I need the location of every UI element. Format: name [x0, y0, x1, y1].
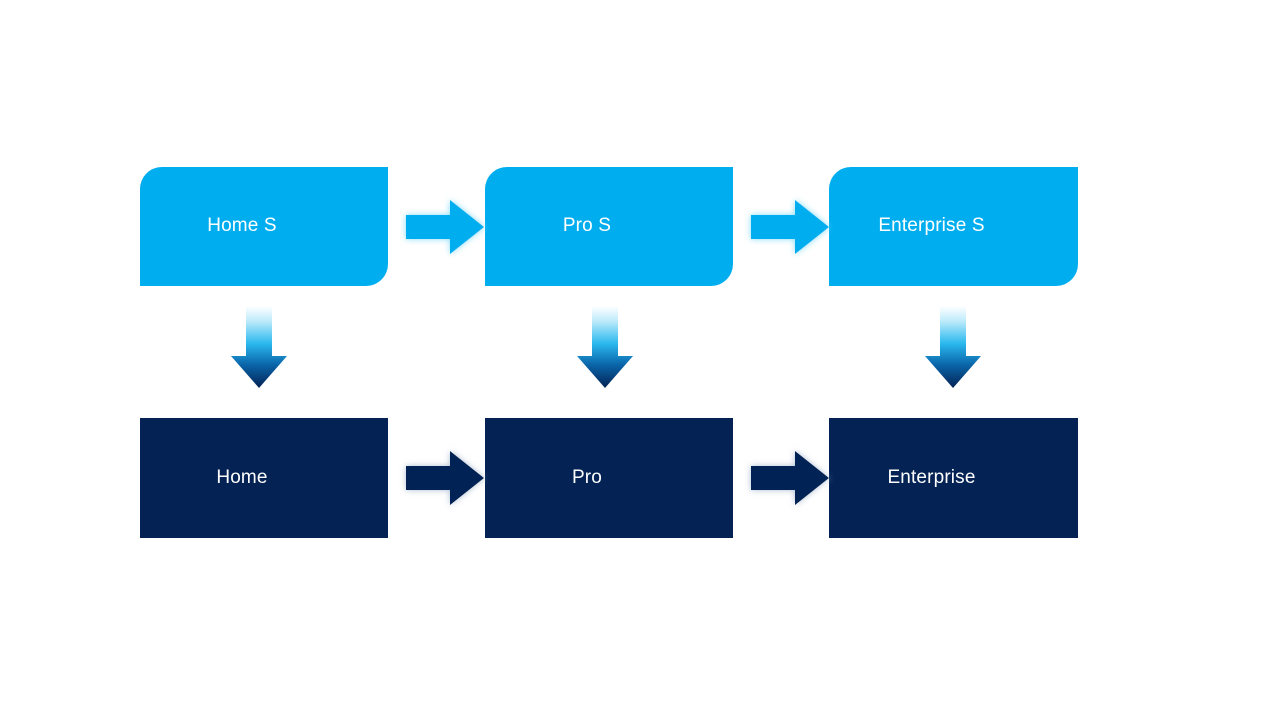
node-label: Enterprise S — [878, 215, 985, 237]
node-pro-s[interactable]: Pro S — [485, 167, 733, 286]
arrow-right-icon — [751, 198, 829, 256]
node-home-s[interactable]: Home S — [140, 167, 388, 286]
node-label: Pro S — [562, 215, 612, 237]
arrow-down-icon — [574, 306, 636, 390]
node-label: Pro — [571, 466, 603, 488]
node-label: Home S — [207, 215, 277, 237]
node-label: Home — [216, 466, 268, 488]
arrow-down-icon — [228, 306, 290, 390]
node-enterprise[interactable]: Enterprise — [829, 418, 1078, 538]
arrow-right-icon — [406, 449, 484, 507]
arrow-right-icon — [751, 449, 829, 507]
arrow-down-icon — [922, 306, 984, 390]
node-enterprise-s[interactable]: Enterprise S — [829, 167, 1078, 286]
node-pro[interactable]: Pro — [485, 418, 733, 538]
node-label: Enterprise — [887, 466, 976, 488]
node-home[interactable]: Home — [140, 418, 388, 538]
arrow-right-icon — [406, 198, 484, 256]
